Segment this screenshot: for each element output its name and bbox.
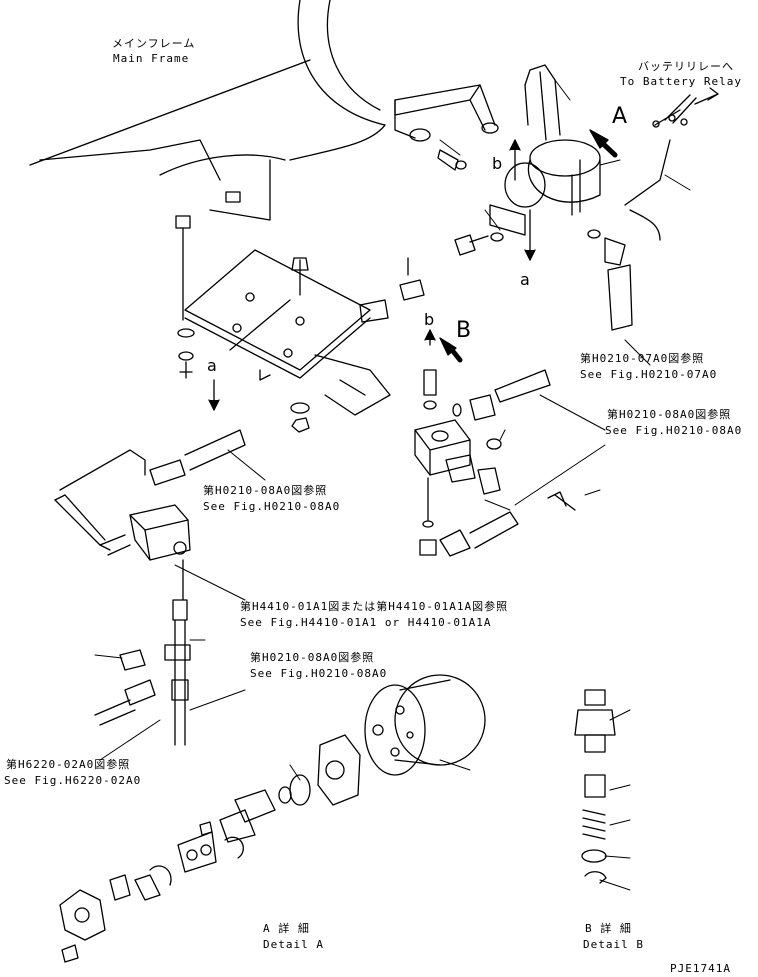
arrow-label-b-upper: b [492, 154, 503, 173]
fig-ref-0810-lower-en: See Fig.H0210-08A0 [250, 667, 388, 680]
pump-body [317, 674, 486, 806]
view-marker-a: A [612, 104, 628, 129]
left-pipe-assembly [54, 379, 246, 601]
view-marker-b: B [456, 318, 472, 343]
fig-ref-0810-left-ja: 第H0210-08A0図参照 [203, 484, 328, 497]
wiring-harness [624, 87, 719, 241]
detail-a-title-ja: A 詳 細 [263, 922, 310, 935]
upper-direction-arrows [509, 129, 618, 261]
main-frame-label-ja: メインフレーム [112, 37, 196, 50]
battery-relay-label-en: To Battery Relay [620, 75, 742, 88]
battery-relay-label-ja: バッテリリレーへ [638, 60, 734, 73]
arrow-label-a-upper: a [520, 270, 530, 289]
fig-ref-4410-en: See Fig.H4410-01A1 or H4410-01A1A [240, 616, 492, 629]
fig-ref-0810-lower-ja: 第H0210-08A0図参照 [250, 651, 375, 664]
leader-lines [94, 79, 691, 891]
fig-ref-0810-right-en: See Fig.H0210-08A0 [605, 424, 743, 437]
fig-ref-6220-en: See Fig.H6220-02A0 [4, 774, 142, 787]
valve-block [414, 329, 576, 556]
detail-b-title-ja: B 詳 細 [585, 922, 632, 935]
fig-ref-0810-left-en: See Fig.H0210-08A0 [203, 500, 341, 513]
tee-pipe [94, 599, 191, 746]
main-frame [29, 0, 386, 221]
fasteners-left [177, 257, 425, 433]
main-frame-label-en: Main Frame [113, 52, 190, 65]
fig-ref-6220-ja: 第H6220-02A0図参照 [6, 758, 131, 771]
detail-a-parts [59, 774, 311, 963]
detail-b-parts [574, 689, 616, 884]
detail-b-title-en: Detail B [583, 938, 644, 951]
arrow-label-a-lower: a [207, 356, 217, 375]
fig-ref-0810-right-ja: 第H0210-08A0図参照 [607, 408, 732, 421]
relay-assembly [394, 64, 633, 331]
mounting-bracket [175, 215, 391, 416]
detail-a-title-en: Detail A [263, 938, 324, 951]
fig-ref-0710-en: See Fig.H0210-07A0 [580, 368, 718, 381]
drawing-code: PJE1741A [670, 962, 731, 975]
fig-ref-4410-ja: 第H4410-01A1図または第H4410-01A1A図参照 [240, 600, 509, 613]
arrow-label-b-lower: b [424, 310, 435, 329]
fig-ref-0710-ja: 第H0210-07A0図参照 [580, 352, 705, 365]
hoses-right [439, 369, 551, 557]
